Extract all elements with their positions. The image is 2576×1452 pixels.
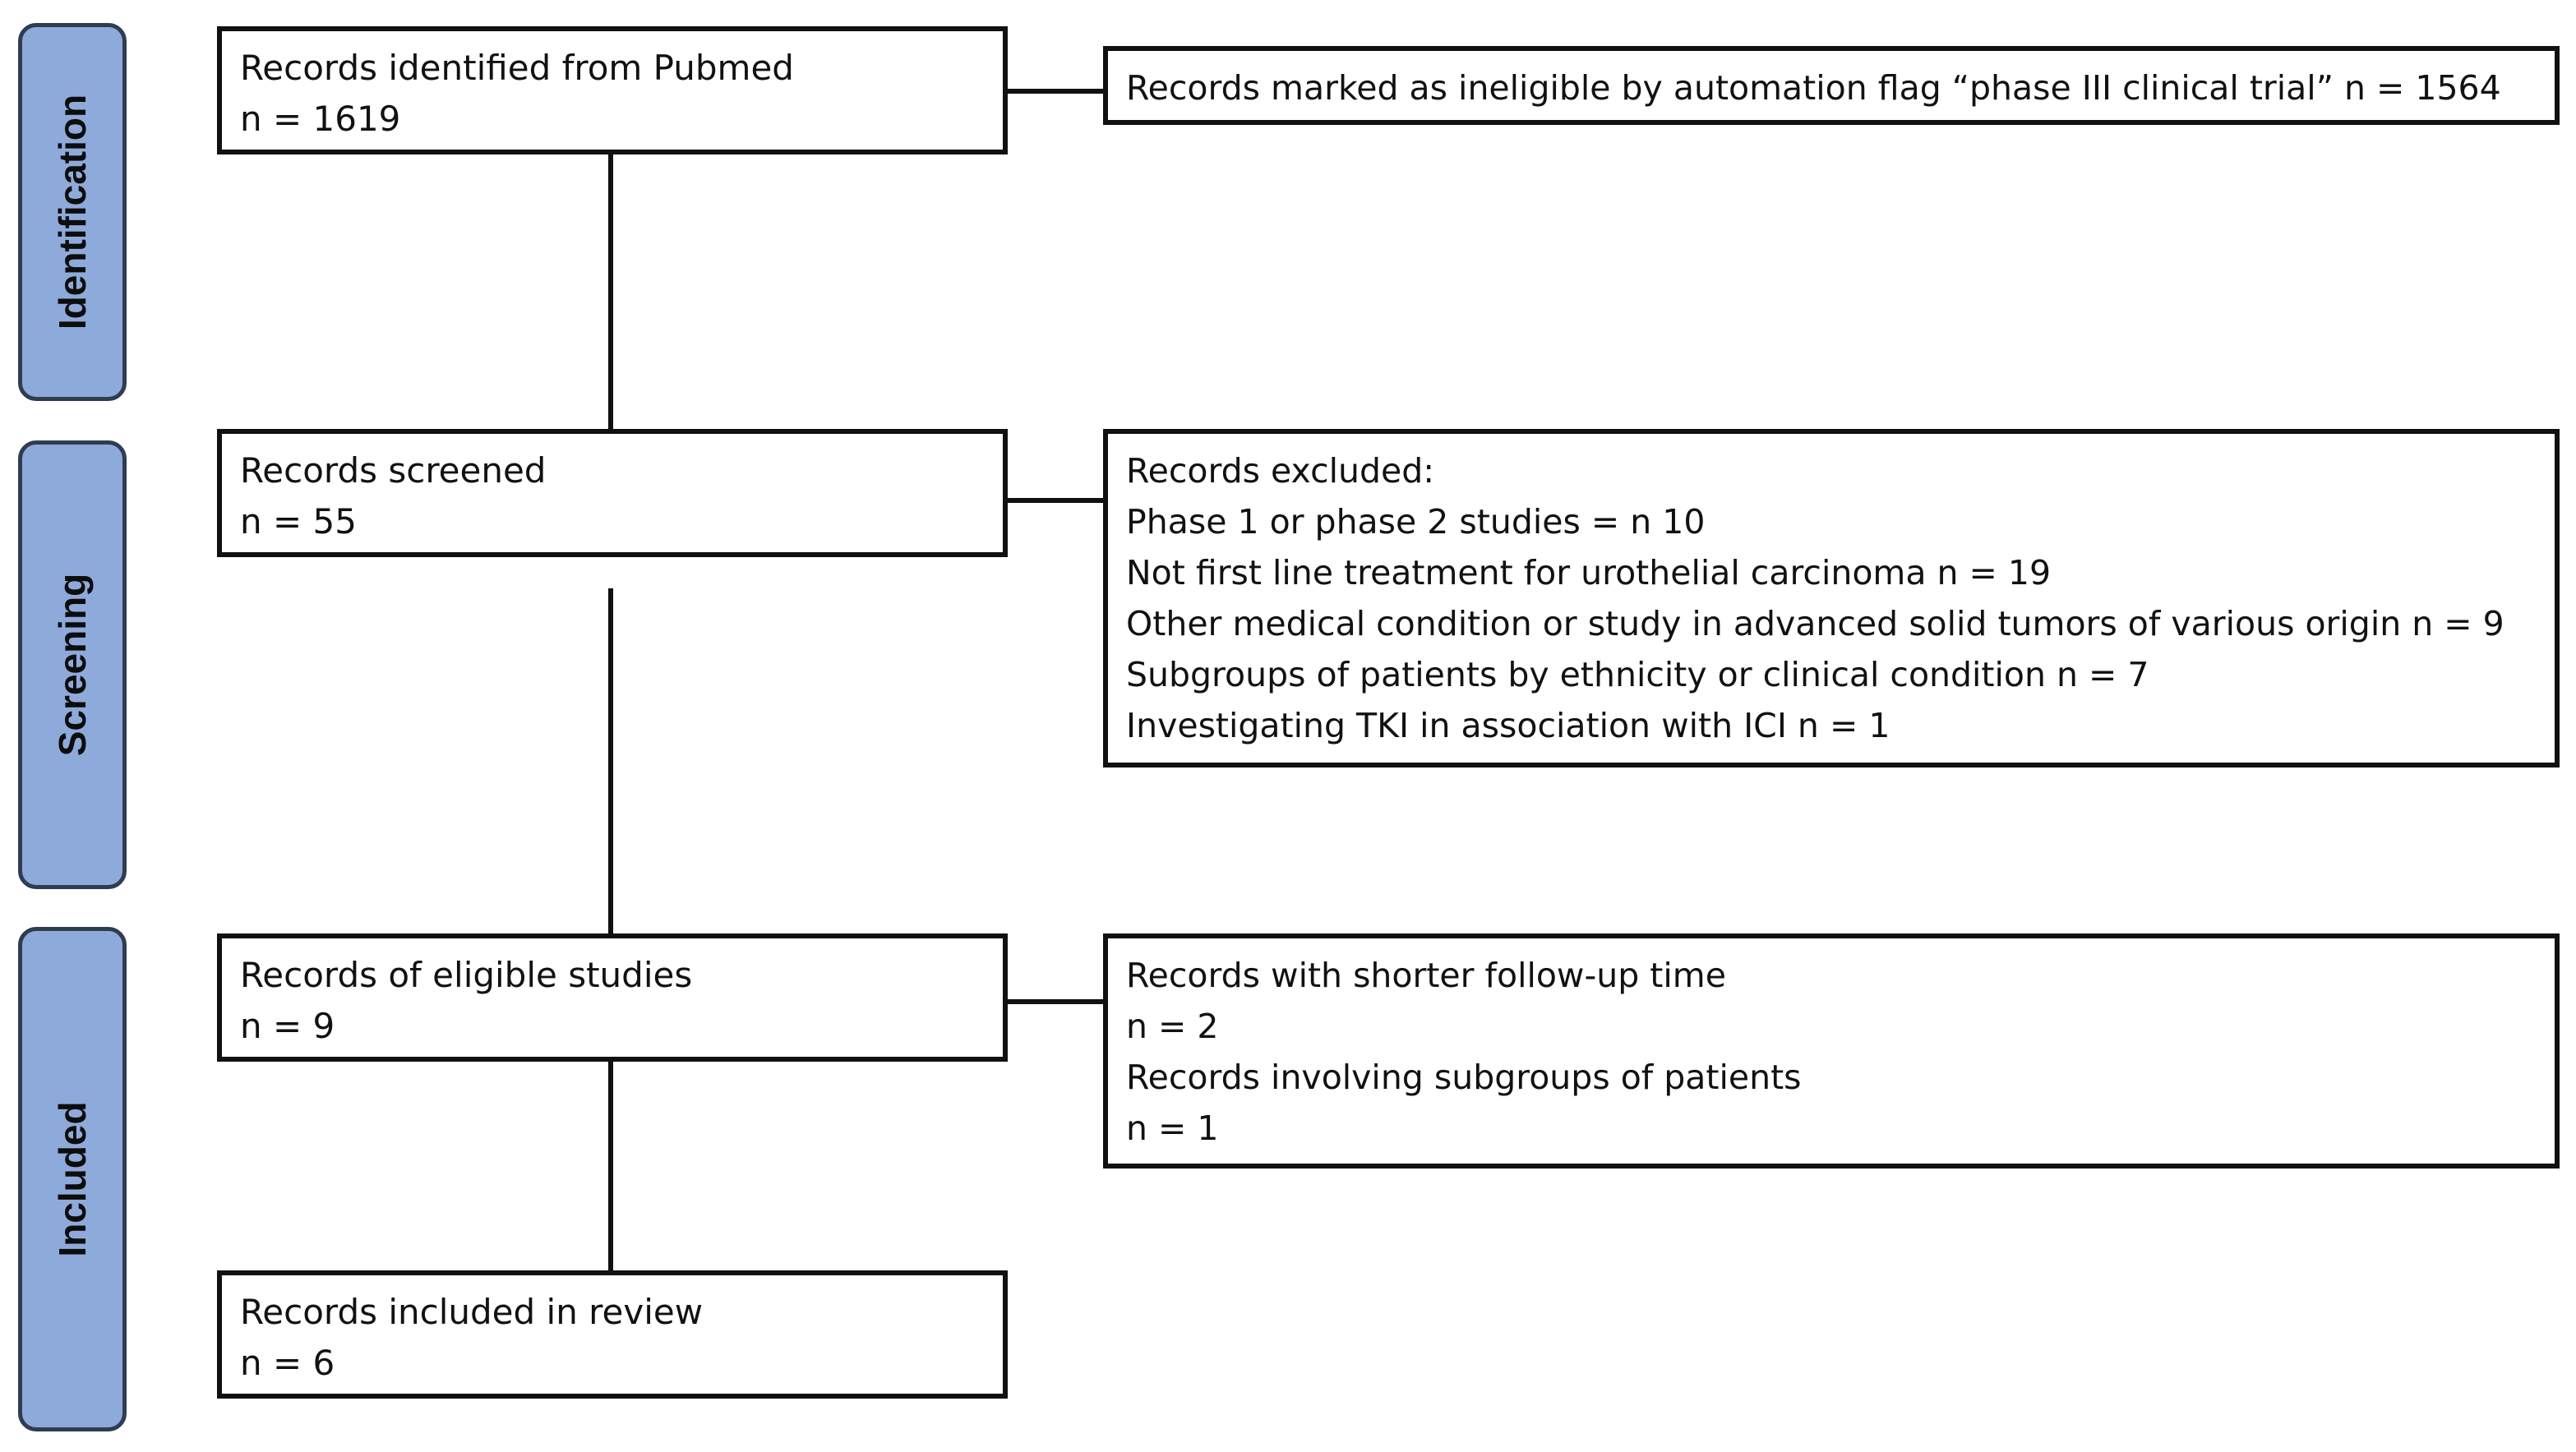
box-records-excluded: Records excluded: Phase 1 or phase 2 stu…	[1103, 429, 2560, 767]
stage-label-screening: Screening	[51, 573, 94, 757]
box-records-eligible: Records of eligible studies n = 9	[217, 933, 1008, 1062]
box-text-line: n = 55	[240, 501, 357, 542]
box-text-line: n = 9	[240, 1006, 335, 1046]
connector-eligible-to-review	[608, 1062, 613, 1270]
box-text-line: Not first line treatment for urothelial …	[1126, 553, 2052, 592]
box-text-line: Records identified from Pubmed	[240, 48, 794, 88]
box-records-ineligible: Records marked as ineligible by automati…	[1103, 46, 2560, 125]
box-text-line: Records marked as ineligible by automati…	[1126, 68, 2501, 108]
box-text-line: Investigating TKI in association with IC…	[1126, 706, 1890, 745]
box-records-included-review: Records included in review n = 6	[217, 1270, 1008, 1399]
stage-identification: Identification	[18, 23, 127, 401]
connector-screened-to-excluded	[1008, 498, 1103, 503]
stage-included: Included	[18, 927, 127, 1431]
box-text-line: Records excluded:	[1126, 451, 1435, 491]
box-text-line: Phase 1 or phase 2 studies = n 10	[1126, 502, 1706, 542]
box-text-line: n = 6	[240, 1343, 335, 1383]
connector-screened-to-eligible	[608, 588, 613, 933]
box-text-line: Records of eligible studies	[240, 955, 693, 995]
connector-identified-to-ineligible	[1008, 89, 1103, 94]
box-text-line: Other medical condition or study in adva…	[1126, 604, 2504, 643]
connector-identified-to-screened	[608, 154, 613, 429]
box-text-line: n = 1619	[240, 99, 401, 139]
stage-screening: Screening	[18, 440, 127, 889]
box-text-line: Records screened	[240, 450, 547, 491]
box-records-screened: Records screened n = 55	[217, 429, 1008, 557]
box-text-line: Records with shorter follow-up time	[1126, 956, 1726, 995]
box-records-identified: Records identified from Pubmed n = 1619	[217, 26, 1008, 154]
box-records-followup: Records with shorter follow-up time n = …	[1103, 933, 2560, 1169]
connector-eligible-to-followup	[1008, 999, 1103, 1004]
stage-label-included: Included	[51, 1101, 94, 1257]
stage-label-identification: Identification	[51, 94, 94, 330]
box-text-line: n = 2	[1126, 1007, 1219, 1046]
box-text-line: Records included in review	[240, 1292, 704, 1332]
box-text-line: Records involving subgroups of patients	[1126, 1058, 1802, 1097]
box-text-line: n = 1	[1126, 1109, 1219, 1148]
box-text-line: Subgroups of patients by ethnicity or cl…	[1126, 655, 2149, 694]
